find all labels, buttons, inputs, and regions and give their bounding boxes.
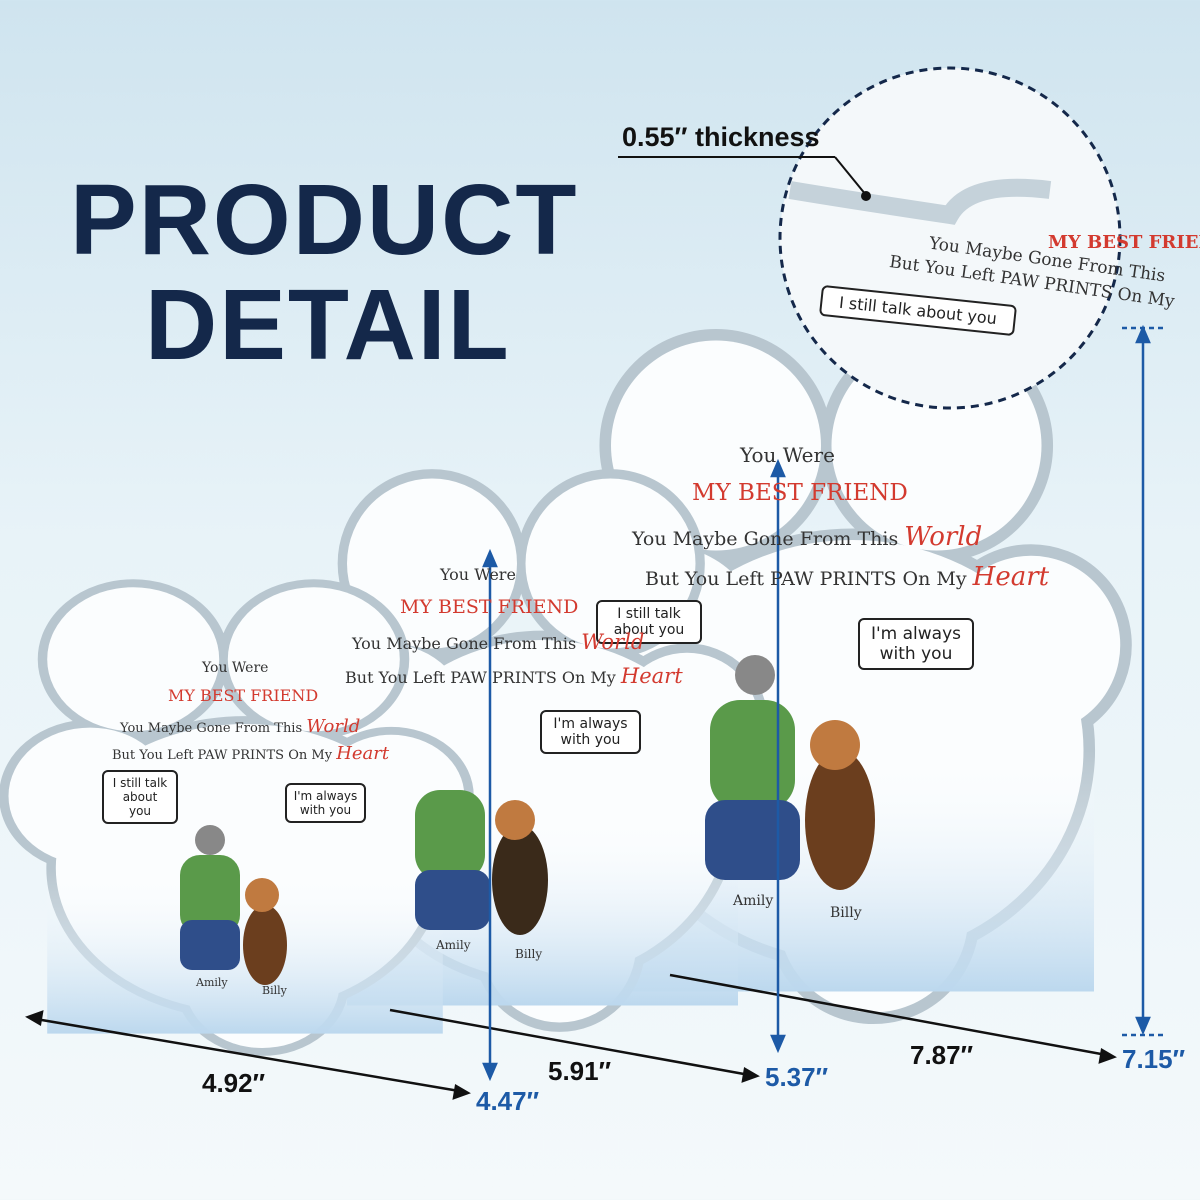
large-height-label: 7.15″ — [1122, 1044, 1186, 1074]
large-width-label: 7.87″ — [910, 1040, 974, 1070]
dimension-lines — [25, 973, 1117, 1100]
medium-best-friend: MY BEST FRIEND — [400, 596, 579, 618]
large-name1: Amily — [733, 893, 774, 909]
height-lines — [482, 324, 1164, 1082]
figures — [180, 655, 875, 985]
small-bubble1: I still talk about you — [102, 770, 178, 824]
small-line1: You Maybe Gone From This World — [120, 716, 361, 737]
large-best-friend: MY BEST FRIEND — [692, 480, 908, 506]
large-line2: But You Left PAW PRINTS On My Heart — [645, 562, 1050, 592]
medium-bubble2: I'm always with you — [540, 710, 641, 754]
title-detail: DETAIL — [145, 269, 511, 381]
small-you-were: You Were — [202, 660, 269, 676]
medium-width-label: 5.91″ — [548, 1056, 612, 1086]
large-line1: You Maybe Gone From This World — [632, 522, 983, 552]
small-name1: Amily — [196, 976, 228, 989]
thickness-label: 0.55″ thickness — [622, 122, 820, 152]
large-you-were: You Were — [740, 443, 835, 467]
small-name2: Billy — [262, 984, 287, 997]
small-line2: But You Left PAW PRINTS On My Heart — [112, 743, 390, 764]
large-bubble: I'm always with you — [858, 618, 974, 670]
medium-name1: Amily — [436, 938, 471, 952]
small-best-friend: MY BEST FRIEND — [168, 686, 319, 705]
medium-line2: But You Left PAW PRINTS On My Heart — [345, 664, 683, 688]
title-product: PRODUCT — [70, 164, 579, 276]
large-name2: Billy — [830, 905, 862, 921]
thickness-magnifier — [618, 66, 1122, 410]
small-bubble2: I'm always with you — [285, 783, 366, 823]
zoom-best-friend: MY BEST FRIEND — [1048, 232, 1200, 253]
medium-name2: Billy — [515, 947, 543, 961]
medium-bubble1: I still talk about you — [596, 600, 702, 644]
small-height-label: 4.47″ — [476, 1086, 540, 1116]
medium-line1: You Maybe Gone From This World — [352, 630, 645, 654]
plaque-small — [9, 587, 465, 1048]
small-width-label: 4.92″ — [202, 1068, 266, 1098]
medium-you-were: You Were — [440, 565, 516, 584]
medium-height-label: 5.37″ — [765, 1062, 829, 1092]
